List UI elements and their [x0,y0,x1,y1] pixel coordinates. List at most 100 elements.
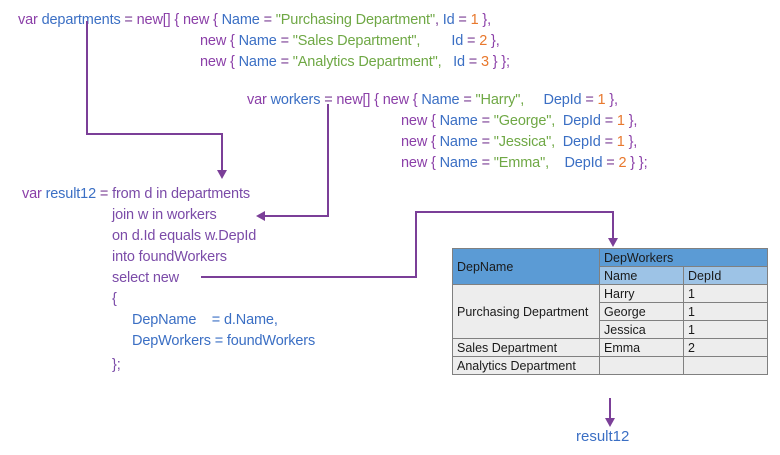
query-line-select: select new [112,268,179,289]
cell-worker-name: Harry [599,284,684,303]
assign-op: = [210,333,227,349]
workers-declaration-line-2: new { Name = "George", DepId = 1 }, [401,111,637,132]
workers-arrowhead [256,211,265,221]
result-table-head: DepName DepWorkers Name DepId [452,248,768,285]
new-keyword: new [182,12,210,28]
cell-worker-depid [683,356,768,375]
new-keyword: new [200,54,227,70]
string-literal: "Sales Department", [292,33,421,49]
brace-close: }; [112,357,121,373]
line-tail: }, [624,113,638,129]
brace-open: { [427,134,440,150]
brace-open: { [427,113,440,129]
assign-op: = [276,33,293,49]
new-keyword: new [401,113,428,129]
table-header-sub-row: Name DepId [453,266,768,285]
prop-depid: DepId [543,92,582,108]
query-line-from: var result12 = from d in departments [22,184,250,205]
into-clause: into foundWorkers [112,249,227,265]
workers-arrow-segment-horizontal [265,215,329,217]
assign-op: = [600,113,617,129]
query-line-on: on d.Id equals w.DepId [112,226,256,247]
prop-id: Id [442,12,455,28]
assign-op: = [454,12,471,28]
table-row: Jessica 1 [453,320,768,339]
line-tail: }, [624,134,638,150]
prop-name: Name [439,113,478,129]
number-literal: 2 [479,33,488,49]
brace-open: { [226,33,239,49]
new-array-keyword: new[] { [136,12,183,28]
assign-op: = [459,92,476,108]
pad [524,92,543,108]
keyword-var: var [247,92,267,108]
assign-op: = [602,155,619,171]
prop-name: Name [439,134,478,150]
pad [549,155,565,171]
pad [420,33,451,49]
table-row: George 1 [453,302,768,321]
pad [555,113,563,129]
cell-worker-name: George [599,302,684,321]
cell-worker-depid: 1 [683,320,768,339]
keyword-var: var [22,186,42,202]
brace-open: { [408,92,422,108]
departments-arrow-segment-horizontal [86,133,223,135]
new-keyword: new [200,33,227,49]
query-brace-open: { [112,289,117,310]
on-clause: on d.Id equals w.DepId [112,228,257,244]
assign-op: = [463,33,480,49]
pad [196,312,212,328]
workers-declaration-line-4: new { Name = "Emma", DepId = 2 } }; [401,153,648,174]
query-line-into: into foundWorkers [112,247,227,268]
assign-op: = [477,155,494,171]
string-literal: "Purchasing Department" [275,12,435,28]
prop-name: Name [238,33,277,49]
table-row: Purchasing Department Harry 1 [452,284,768,339]
number-literal: 3 [480,54,489,70]
select-arrow-segment-vertical-2 [612,211,614,239]
departments-declaration-line-1: var departments = new[] { new { Name = "… [18,10,491,31]
string-literal: "Harry", [475,92,525,108]
header-depid: DepId [683,266,768,285]
prop-name: Name [238,54,277,70]
prop-depid: DepId [562,134,601,150]
brace-open: { [112,291,117,307]
header-depworkers: DepWorkers [599,248,768,267]
workers-arrow-segment-vertical [327,104,329,217]
result-table: DepName DepWorkers Name DepId Purchasing… [452,248,768,375]
number-literal: 1 [616,134,625,150]
new-keyword: new [401,155,428,171]
select-clause: select new [112,270,180,286]
brace-open: { [427,155,440,171]
prop-id: Id [451,33,464,49]
result-table-body: Purchasing Department Harry 1 George 1 J… [452,284,768,375]
brace-open: { [226,54,239,70]
departments-declaration-line-3: new { Name = "Analytics Department", Id … [200,52,510,73]
departments-identifier: departments [41,12,121,28]
select-arrowhead [608,238,618,247]
pad [441,54,453,70]
comma: , [434,12,443,28]
departments-arrowhead [217,170,227,179]
prop-name: Name [421,92,460,108]
prop-name: Name [221,12,260,28]
cell-worker-depid: 1 [683,284,768,303]
table-row: Sales Department Emma 2 [452,338,768,357]
brace-open: { [209,12,222,28]
assign-op: = [477,134,494,150]
query-field-depworkers: DepWorkers = foundWorkers [132,331,315,352]
number-literal: 1 [597,92,606,108]
prop-name: Name [439,155,478,171]
string-literal: "Emma", [493,155,549,171]
assign-op: = [477,113,494,129]
result-output-label: result12 [576,428,630,445]
header-name: Name [599,266,684,285]
result-arrow-segment-vertical [609,398,611,419]
query-line-join: join w in workers [112,205,217,226]
line-tail: } }; [488,54,510,70]
prop-depid: DepId [562,113,601,129]
string-literal: "Analytics Department", [292,54,442,70]
line-tail: }, [605,92,618,108]
header-depname: DepName [452,248,600,285]
